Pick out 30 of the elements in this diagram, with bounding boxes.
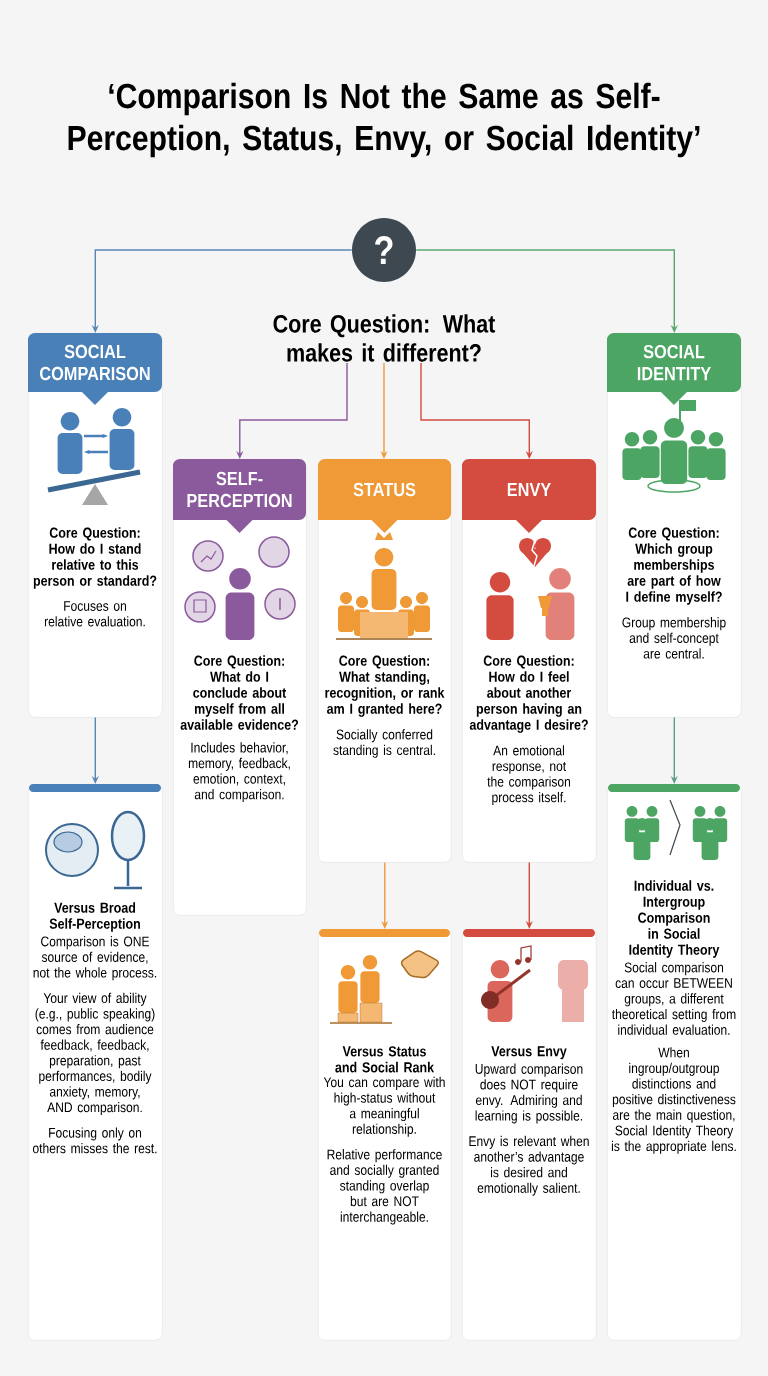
card-heading: Individual vs. Intergroup Comparison in Social Identity Theory (629, 880, 720, 958)
description-text: Includes behavior, memory, feedback, emotion, context, and comparison. (188, 742, 290, 803)
card-heading: Versus Status and Social Rank (335, 1046, 435, 1073)
question-text: Core Question: What do I conclude about myself from all available evidence? (180, 655, 298, 730)
question-text: Core Question: How do I feel about another person having an advantage I desire? (469, 655, 588, 733)
title: ‘Comparison Is Not the Same as Self-Perception, Status, Envy, or Social Identity’ (68, 82, 700, 158)
description-text: Group membership and self-concept are central. (622, 617, 726, 659)
card-heading: Versus Envy (491, 1046, 567, 1060)
description-text: Focuses on relative evaluation. (44, 601, 145, 627)
description-text: Socially conferred standing is central. (333, 729, 435, 758)
description-text: When ingroup/outgroup distinctions and positive distinctiveness are the main question, Social Identity Theory is the appropriate lens. (611, 1047, 736, 1154)
description-text: Envy is relevant when another’s advantage is desired and emotionally salient. (469, 1135, 589, 1196)
header-banner: SELF-PERCEPTION (173, 459, 306, 533)
card-heading: Versus Broad Self-Perception (49, 902, 140, 932)
core-question-heading: Core Question: What makes it different? (273, 314, 496, 362)
header-banner: SOCIAL COMPARISON (28, 333, 162, 405)
description-text: You can compare with high-status without a meaningful relationship. (323, 1076, 445, 1137)
header-banner: ENVY (462, 459, 596, 533)
header-banner: SOCIAL IDENTITY (607, 333, 741, 405)
description-text: Upward comparison does NOT require envy. Admiring and learning is possible. (475, 1063, 583, 1124)
question-text: Core Question: Which group memberships are part of how I define myself? (626, 527, 722, 605)
description-text: An emotional response, not the comparison process itself. (487, 745, 570, 806)
description-text: Focusing only on others misses the rest. (32, 1127, 157, 1154)
description-text: Your view of ability (e.g., public speaking) comes from audience feedback, feedback, preparation, past performances, bodily anxiety, memory, AND comparison. (35, 992, 155, 1115)
question-text: Core Question: What standing, recognition, or rank am I granted here? (325, 655, 445, 717)
header-banner: STATUS (318, 459, 451, 533)
description-text: Comparison is ONE source of evidence, not the whole process. (33, 936, 157, 981)
question-text: Core Question: How do I stand relative to this person or standard? (33, 527, 157, 589)
description-text: Relative performance and socially granted standing overlap but are NOT interchangeable. (327, 1149, 442, 1225)
description-text: Social comparison can occur BETWEEN groups, a different theoretical setting from individual evaluation. (611, 962, 736, 1035)
